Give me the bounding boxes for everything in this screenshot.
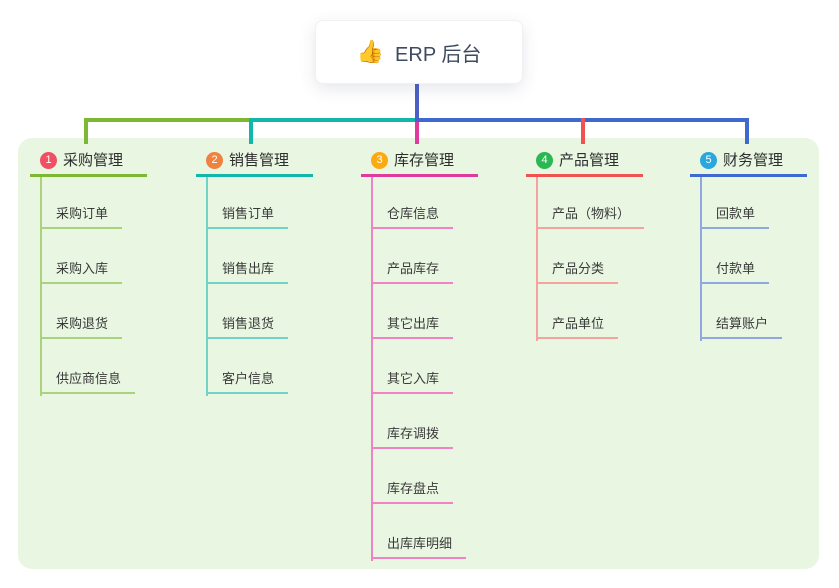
- branch-number-badge: 3: [371, 152, 388, 169]
- branch-title-underline: [526, 174, 643, 177]
- branch-title-underline: [196, 174, 313, 177]
- branch-title-underline: [690, 174, 807, 177]
- subitem-node: 采购订单: [40, 199, 123, 229]
- subitem-node: 采购入库: [40, 254, 123, 284]
- connector-drop-branch1: [84, 118, 88, 144]
- root-node: 👍 ERP 后台: [315, 20, 523, 84]
- subitem-node: 其它出库: [371, 309, 454, 339]
- subitem-node: 销售退货: [206, 309, 289, 339]
- branch-number-badge: 2: [206, 152, 223, 169]
- branch-title: 销售管理: [229, 152, 290, 169]
- root-title: ERP 后台: [395, 43, 482, 66]
- branch-title: 采购管理: [63, 152, 124, 169]
- subitem-node: 结算账户: [700, 309, 783, 339]
- connector-drop-branch5: [745, 118, 749, 144]
- subitem-node: 回款单: [700, 199, 770, 229]
- branch-child-line: [536, 177, 538, 341]
- branch-child-line: [206, 177, 208, 396]
- branch-number-badge: 5: [700, 152, 717, 169]
- subitem-node: 销售订单: [206, 199, 289, 229]
- connector-drop-branch2: [249, 118, 253, 144]
- branches-panel: [18, 138, 819, 569]
- subitem-node: 产品分类: [536, 254, 619, 284]
- subitem-node: 库存盘点: [371, 474, 454, 504]
- subitem-node: 供应商信息: [40, 364, 136, 394]
- branch-child-line: [40, 177, 42, 396]
- subitem-node: 采购退货: [40, 309, 123, 339]
- branch-child-line: [371, 177, 373, 561]
- connector-root-vertical: [415, 83, 419, 122]
- connector-horizontal-branch2: [249, 118, 419, 122]
- connector-horizontal-branch1: [84, 118, 253, 122]
- branch-title-underline: [30, 174, 147, 177]
- subitem-node: 产品单位: [536, 309, 619, 339]
- subitem-node: 出库库明细: [371, 529, 467, 559]
- branch-number-badge: 1: [40, 152, 57, 169]
- subitem-node: 产品库存: [371, 254, 454, 284]
- subitem-node: 库存调拨: [371, 419, 454, 449]
- connector-drop-branch3: [415, 122, 419, 144]
- branch-title: 产品管理: [559, 152, 620, 169]
- subitem-node: 销售出库: [206, 254, 289, 284]
- subitem-node: 仓库信息: [371, 199, 454, 229]
- subitem-node: 产品（物料）: [536, 199, 645, 229]
- branch-title: 库存管理: [394, 152, 455, 169]
- thumbs-up-icon: 👍: [356, 39, 385, 64]
- connector-drop-branch4: [581, 118, 585, 144]
- branch-number-badge: 4: [536, 152, 553, 169]
- subitem-node: 付款单: [700, 254, 770, 284]
- branch-title-underline: [361, 174, 478, 177]
- branch-child-line: [700, 177, 702, 341]
- subitem-node: 其它入库: [371, 364, 454, 394]
- subitem-node: 客户信息: [206, 364, 289, 394]
- branch-title: 财务管理: [723, 152, 784, 169]
